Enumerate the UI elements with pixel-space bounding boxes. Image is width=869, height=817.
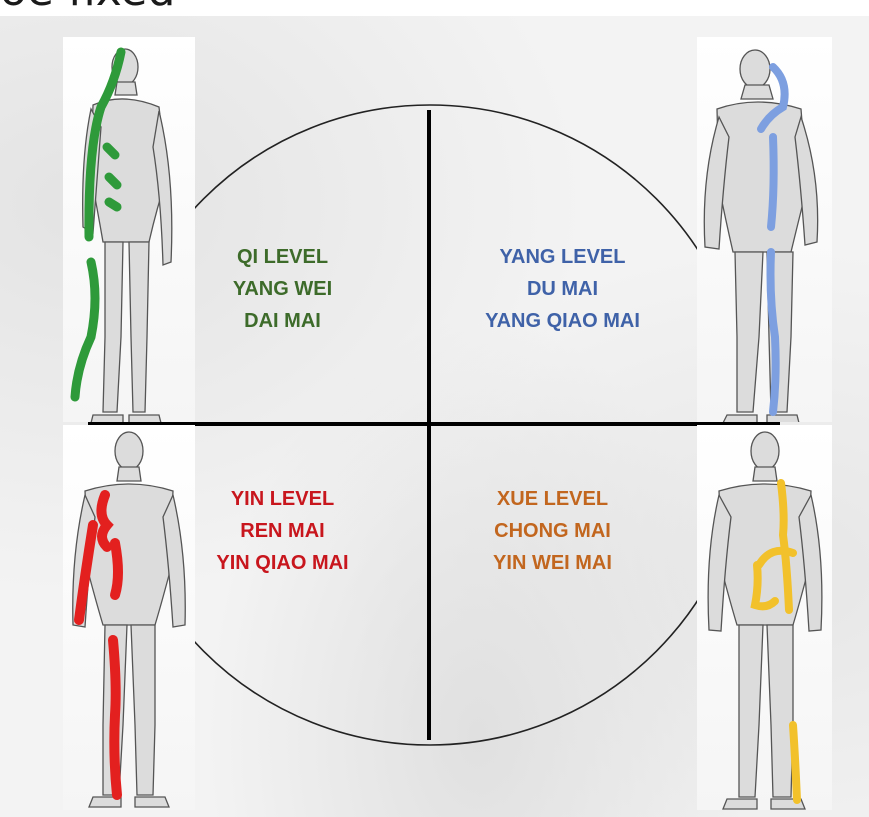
quadrant-label-yang-level: YANG LEVEL DU MAI YANG QIAO MAI: [445, 241, 680, 337]
level-label-line: XUE LEVEL: [455, 483, 650, 515]
quadrant-label-qi-level: QI LEVEL YANG WEI DAI MAI: [200, 241, 365, 337]
human-figure-front-icon: [697, 425, 832, 810]
figure-front-view-red: [63, 425, 195, 810]
level-label-line: YIN WEI MAI: [455, 547, 650, 579]
level-label-line: QI LEVEL: [200, 241, 365, 273]
level-label-line: CHONG MAI: [455, 515, 650, 547]
level-label-line: YANG WEI: [200, 273, 365, 305]
level-label-line: DU MAI: [445, 273, 680, 305]
human-figure-back-icon: [697, 37, 832, 422]
level-label-line: YANG LEVEL: [445, 241, 680, 273]
figure-back-view-blue: [697, 37, 832, 422]
level-label-line: DAI MAI: [200, 305, 365, 337]
level-label-line: REN MAI: [190, 515, 375, 547]
level-label-line: YIN LEVEL: [190, 483, 375, 515]
human-figure-front-icon: [63, 425, 195, 810]
figure-side-view-green: [63, 37, 195, 422]
quadrant-label-xue-level: XUE LEVEL CHONG MAI YIN WEI MAI: [455, 483, 650, 579]
quadrant-label-yin-level: YIN LEVEL REN MAI YIN QIAO MAI: [190, 483, 375, 579]
figure-front-view-yellow: [697, 425, 832, 810]
level-label-line: YIN QIAO MAI: [190, 547, 375, 579]
human-figure-side-icon: [63, 37, 195, 422]
level-label-line: YANG QIAO MAI: [445, 305, 680, 337]
